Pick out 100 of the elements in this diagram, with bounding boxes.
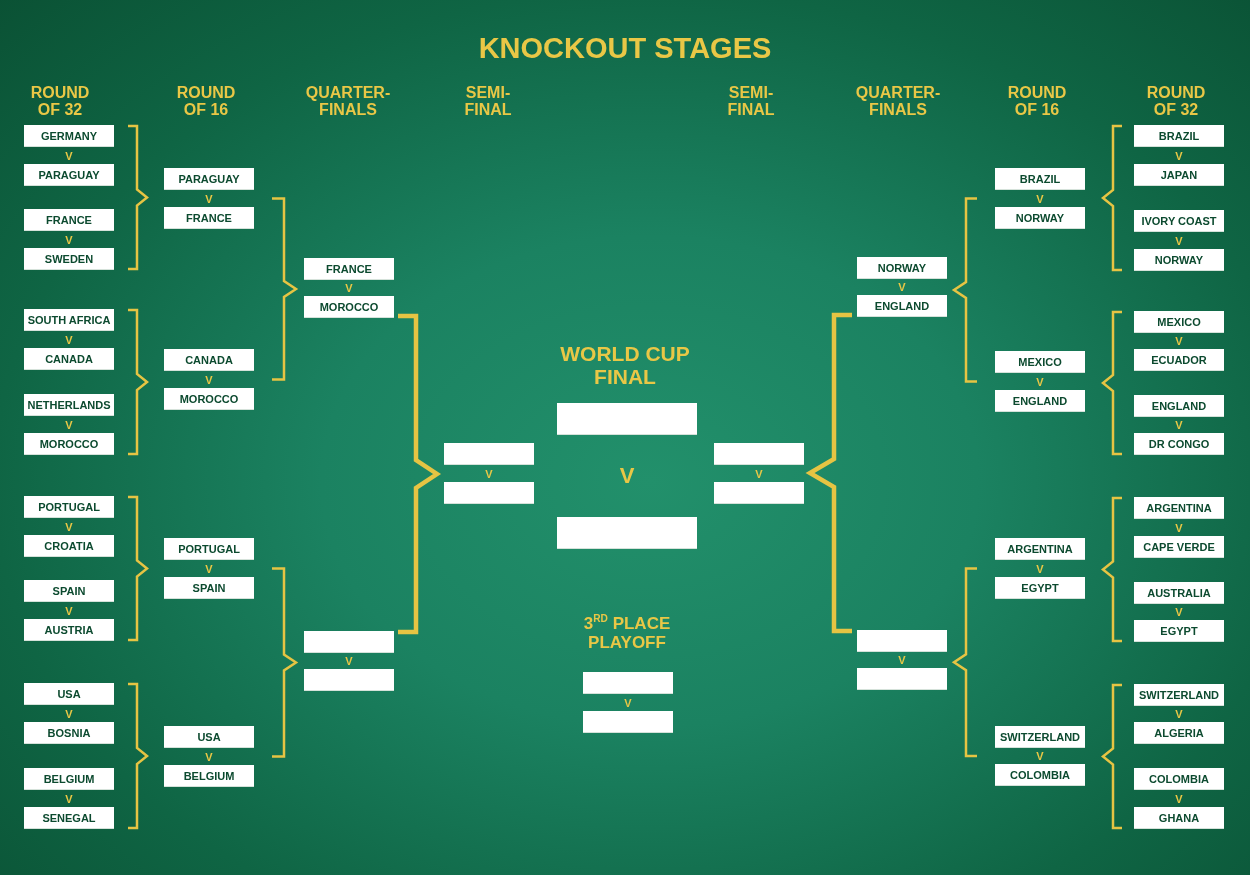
team-name: GERMANY: [40, 129, 98, 142]
team-name: SPAIN: [52, 584, 86, 597]
team-name: SPAIN: [192, 581, 226, 594]
empty-slot: [583, 672, 673, 694]
empty-slot: [444, 443, 534, 465]
versus-label: V: [755, 467, 763, 480]
team-name: NORWAY: [1015, 211, 1065, 224]
team-name: USA: [57, 687, 81, 700]
team-name: SENEGAL: [42, 811, 96, 824]
versus-label: V: [1036, 192, 1044, 205]
team-name: BOSNIA: [47, 726, 91, 739]
versus-label: V: [345, 655, 353, 667]
team-name: BELGIUM: [43, 772, 95, 785]
versus-label: V: [205, 562, 213, 575]
team-name: ENGLAND: [1012, 394, 1068, 407]
versus-label: V: [65, 520, 73, 533]
team-slot: [24, 348, 114, 370]
team-name: BRAZIL: [1019, 172, 1061, 185]
team-name: CANADA: [185, 353, 233, 366]
team-name: AUSTRALIA: [1147, 586, 1211, 599]
team-name: COLOMBIA: [1010, 768, 1070, 781]
empty-slot: [304, 669, 394, 691]
versus-label: V: [898, 281, 906, 293]
team-slot: [24, 683, 114, 705]
team-slot: [24, 164, 114, 186]
team-slot: [164, 538, 254, 560]
team-slot: [1134, 722, 1224, 744]
team-name: ECUADOR: [1151, 353, 1207, 366]
team-name: ENGLAND: [874, 299, 930, 312]
versus-label: V: [898, 654, 906, 666]
team-slot: [1134, 311, 1224, 333]
team-slot: [1134, 497, 1224, 519]
team-name: BELGIUM: [183, 769, 235, 782]
team-slot: [1134, 433, 1224, 455]
versus-label: V: [65, 333, 73, 346]
team-slot: [857, 295, 947, 317]
versus-label: V: [65, 792, 73, 805]
team-slot: [24, 125, 114, 147]
team-name: FRANCE: [326, 262, 372, 275]
team-name: FRANCE: [46, 213, 92, 226]
versus-label: V: [205, 750, 213, 763]
team-slot: [24, 619, 114, 641]
team-slot: [164, 168, 254, 190]
empty-slot: [583, 711, 673, 733]
team-slot: [1134, 349, 1224, 371]
team-name: MOROCCO: [319, 300, 379, 313]
team-slot: [995, 168, 1085, 190]
team-name: CANADA: [45, 352, 93, 365]
team-slot: [304, 296, 394, 318]
versus-label: V: [1175, 419, 1183, 431]
team-name: BRAZIL: [1158, 129, 1200, 142]
empty-slot: [857, 630, 947, 652]
empty-slot: [557, 403, 697, 435]
versus-label: V: [624, 696, 632, 709]
team-slot: [995, 764, 1085, 786]
team-name: FRANCE: [186, 211, 232, 224]
empty-slot: [857, 668, 947, 690]
team-slot: [24, 248, 114, 270]
versus-label: V: [1175, 149, 1183, 162]
team-name: PARAGUAY: [38, 168, 100, 181]
team-slot: [24, 209, 114, 231]
team-name: SWITZERLAND: [1138, 688, 1219, 701]
team-name: CROATIA: [44, 539, 94, 552]
team-slot: [24, 309, 114, 331]
team-name: NORWAY: [1154, 253, 1204, 266]
column-heading: SEMI-FINAL: [463, 84, 513, 118]
versus-label: V: [1036, 375, 1044, 388]
team-name: JAPAN: [1160, 168, 1198, 181]
empty-slot: [714, 482, 804, 504]
team-name: SOUTH AFRICA: [27, 313, 111, 326]
team-slot: [164, 388, 254, 410]
team-slot: [995, 726, 1085, 748]
team-name: COLOMBIA: [1149, 772, 1209, 785]
team-slot: [1134, 249, 1224, 271]
team-slot: [24, 496, 114, 518]
empty-slot: [444, 482, 534, 504]
team-slot: [857, 257, 947, 279]
team-slot: [1134, 536, 1224, 558]
team-name: SWEDEN: [44, 252, 94, 265]
team-slot: [1134, 807, 1224, 829]
team-slot: [1134, 164, 1224, 186]
column-heading: ROUND OF 16: [175, 84, 237, 118]
team-slot: [995, 351, 1085, 373]
versus-label: V: [65, 604, 73, 617]
versus-label: V: [65, 707, 73, 720]
team-slot: [24, 580, 114, 602]
versus-label: V: [1175, 521, 1183, 534]
team-slot: [24, 768, 114, 790]
versus-label: V: [1175, 606, 1183, 618]
versus-label: V: [65, 149, 73, 162]
team-slot: [995, 390, 1085, 412]
versus-label: V: [205, 192, 213, 205]
empty-slot: [714, 443, 804, 465]
team-name: USA: [197, 730, 221, 743]
team-slot: [995, 577, 1085, 599]
section-heading: 3$^{RD}$ PLACE PLAYOFF: [582, 614, 672, 652]
team-slot: [24, 722, 114, 744]
team-name: AUSTRIA: [44, 623, 94, 636]
team-name: DR CONGO: [1148, 437, 1210, 450]
column-heading: ROUND OF 16: [1006, 84, 1068, 118]
